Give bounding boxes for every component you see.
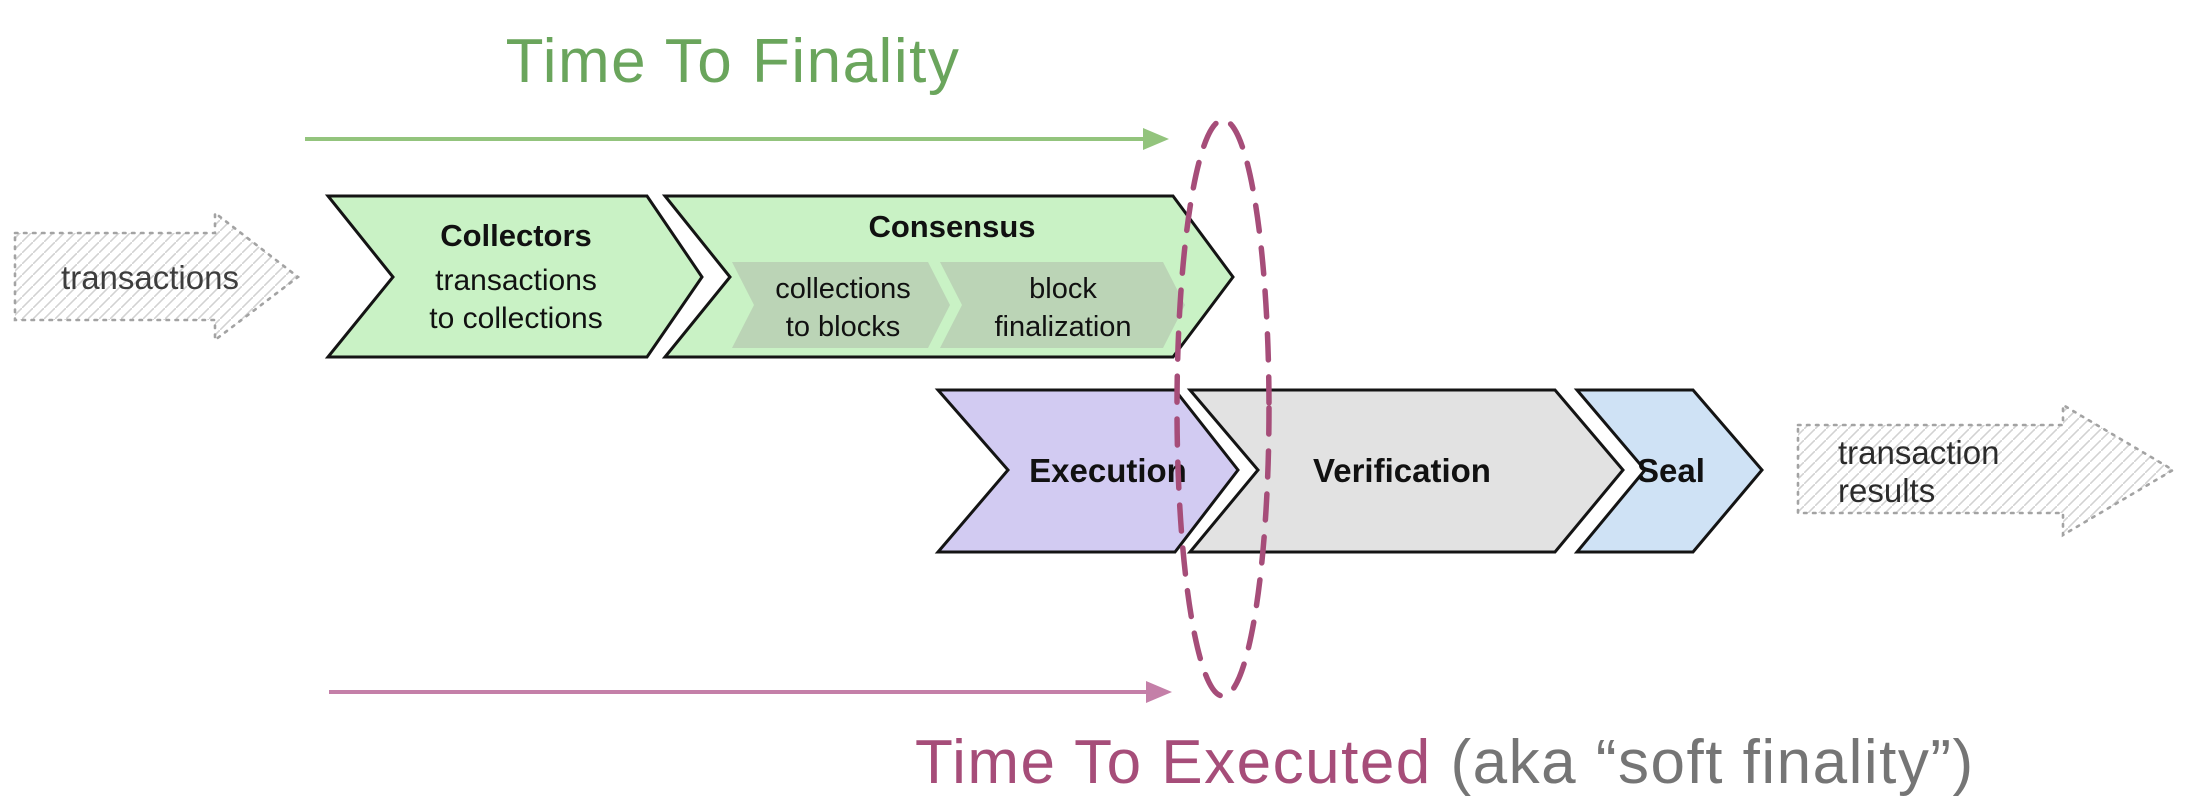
consensus-title: Consensus	[868, 209, 1035, 244]
substep1-line1: collections	[775, 273, 910, 305]
substep1-line2: to blocks	[786, 311, 900, 343]
finality-arrowhead-icon	[1143, 128, 1169, 150]
consensus-substep-collections-to-blocks: collections to blocks	[732, 262, 950, 348]
substep2-chevron	[940, 262, 1185, 348]
time-to-executed-suffix: (aka “soft finality”)	[1451, 728, 1975, 797]
executed-arrow	[329, 681, 1172, 703]
stage-execution: Execution	[934, 388, 1240, 554]
execution-title: Execution	[1029, 452, 1187, 489]
finality-arrow	[305, 128, 1169, 150]
stage-verification: Verification	[1186, 388, 1625, 554]
seal-chevron	[1573, 388, 1764, 554]
verification-chevron	[1186, 388, 1625, 554]
time-to-finality-title: Time To Finality	[506, 27, 961, 96]
stage-collectors: Collectors transactions to collections	[324, 194, 704, 359]
time-to-executed-title: Time To Executed (aka “soft finality”)	[915, 728, 1975, 797]
substep2-line2: finalization	[994, 311, 1131, 343]
output-arrow-shape	[1796, 402, 2176, 538]
input-transactions-arrow: transactions	[13, 210, 301, 343]
substep1-chevron	[732, 262, 950, 348]
input-arrow-label: transactions	[61, 259, 239, 296]
collectors-chevron	[324, 194, 704, 359]
consensus-substep-block-finalization: block finalization	[940, 262, 1185, 348]
output-results-arrow: transaction results	[1796, 402, 2176, 538]
seal-title: Seal	[1637, 452, 1705, 489]
executed-arrowhead-icon	[1146, 681, 1172, 703]
executed-boundary-ellipse	[1174, 117, 1272, 699]
output-arrow-line2: results	[1838, 472, 1935, 509]
substep2-line1: block	[1029, 273, 1097, 305]
collectors-title: Collectors	[440, 218, 592, 253]
time-to-executed-main: Time To Executed	[915, 728, 1432, 797]
collectors-line2: to collections	[429, 302, 602, 335]
stage-consensus: Consensus collections to blocks block fi…	[661, 194, 1235, 359]
stage-seal: Seal	[1573, 388, 1764, 554]
verification-title: Verification	[1313, 452, 1491, 489]
output-arrow-line1: transaction	[1838, 434, 1999, 471]
collectors-line1: transactions	[435, 264, 597, 297]
input-arrow-shape	[13, 210, 301, 343]
